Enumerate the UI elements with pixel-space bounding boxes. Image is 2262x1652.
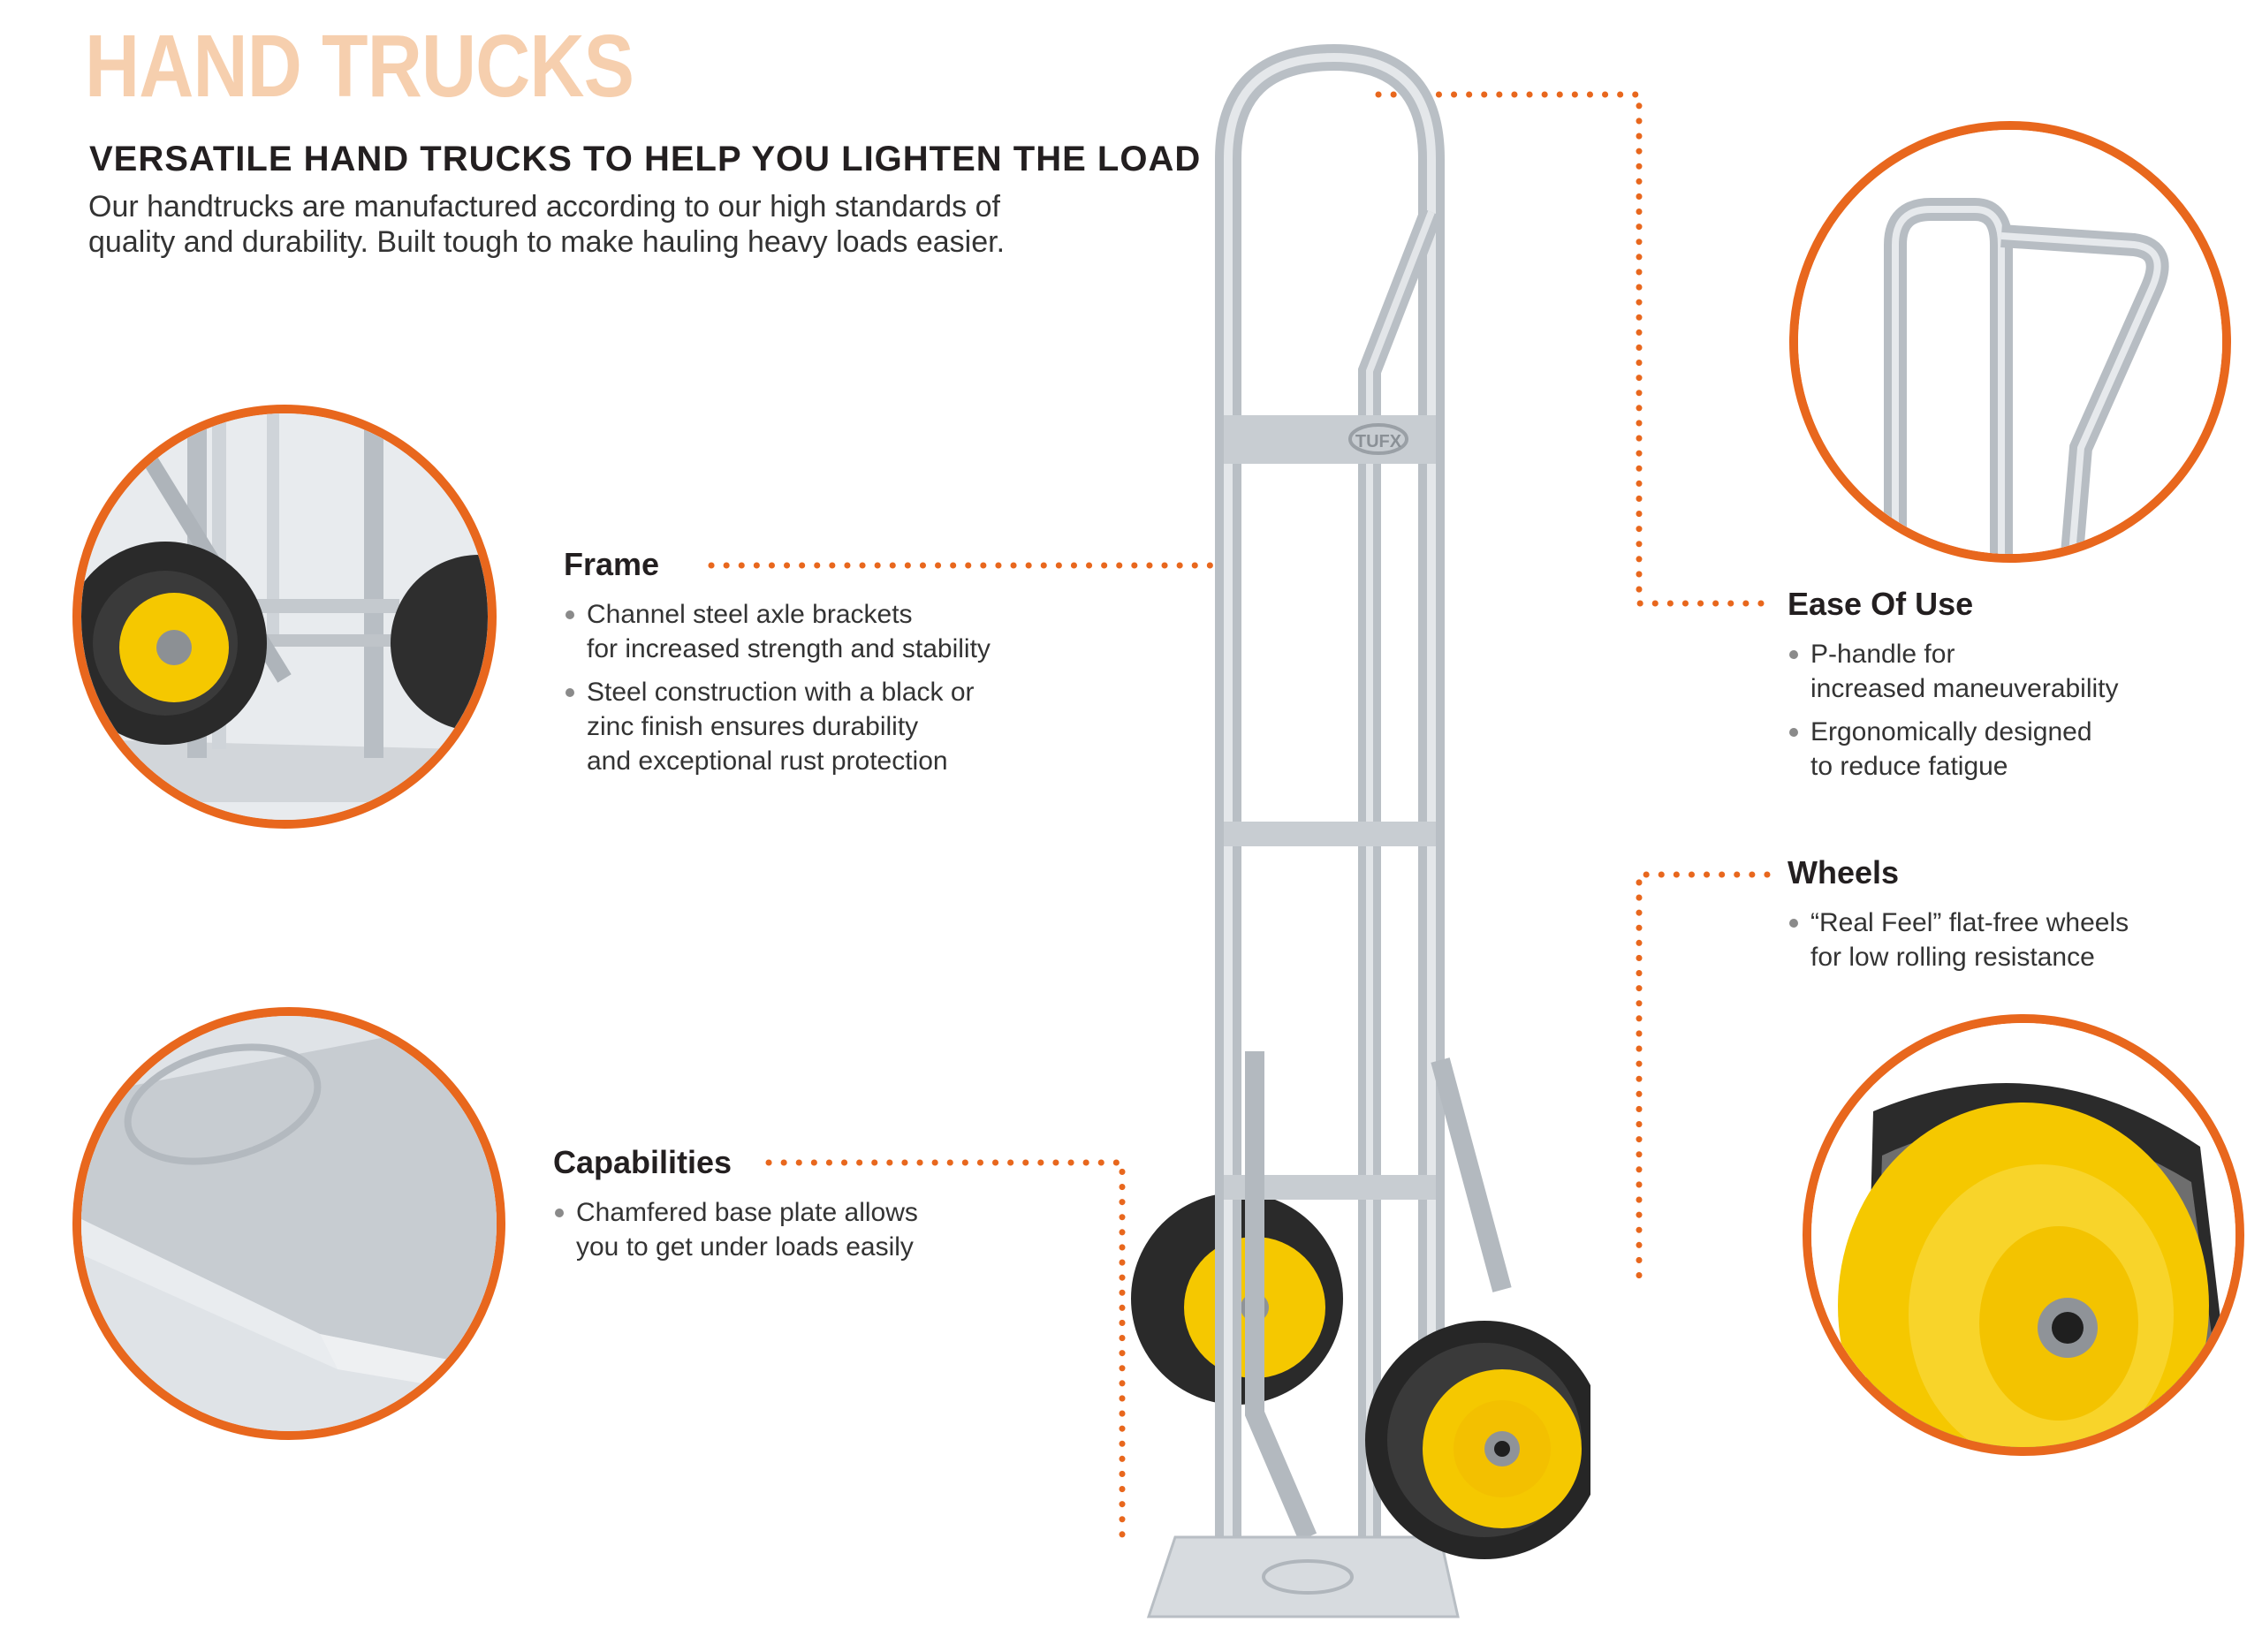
wheel-detail-image [1803,1014,2244,1456]
handle-detail-image [1789,121,2231,563]
page-title: HAND TRUCKS [85,17,634,116]
frame-title: Frame [564,546,660,582]
intro-line-1: Our handtrucks are manufactured accordin… [88,190,1000,224]
list-item: Channel steel axle brackets for increase… [564,597,1112,666]
frame-section: Frame Channel steel axle brackets for in… [564,546,1112,787]
frame-bullet-1: Channel steel axle brackets for increase… [587,600,991,663]
ease-leader [1375,91,1771,607]
wheels-section: Wheels “Real Feel” flat-free wheels for … [1788,854,2229,983]
wheels-bullets: “Real Feel” flat-free wheels for low rol… [1788,906,2229,974]
capabilities-leader [765,1159,1126,1545]
ease-of-use-section: Ease Of Use P-handle for increased maneu… [1788,586,2212,792]
page-subtitle: VERSATILE HAND TRUCKS TO HELP YOU LIGHTE… [89,140,1202,178]
list-item: “Real Feel” flat-free wheels for low rol… [1788,906,2229,974]
frame-detail-image [72,405,497,829]
brand-mark: TUFX [1355,432,1402,451]
list-item: Chamfered base plate allows you to get u… [553,1195,1083,1264]
capabilities-bullet-1: Chamfered base plate allows you to get u… [576,1198,918,1262]
wheels-bullet-1: “Real Feel” flat-free wheels for low rol… [1810,908,2129,972]
intro-text: Our handtrucks are manufactured accordin… [88,189,1104,260]
frame-bullets: Channel steel axle brackets for increase… [564,597,1112,778]
ease-bullet-2: Ergonomically designed to reduce fatigue [1810,717,2092,781]
capabilities-bullets: Chamfered base plate allows you to get u… [553,1195,1083,1264]
list-item: P-handle for increased maneuverability [1788,637,2212,706]
wheels-leader [1636,871,1771,1293]
capabilities-title: Capabilities [553,1144,732,1180]
baseplate-detail-image [72,1007,505,1440]
ease-of-use-title: Ease Of Use [1788,586,1974,622]
hand-truck-image: TUFX [1131,43,1590,1618]
list-item: Steel construction with a black or zinc … [564,675,1112,778]
wheels-title: Wheels [1788,854,1900,890]
list-item: Ergonomically designed to reduce fatigue [1788,715,2212,784]
capabilities-section: Capabilities Chamfered base plate allows… [553,1144,1083,1273]
frame-bullet-2: Steel construction with a black or zinc … [587,678,975,776]
ease-of-use-bullets: P-handle for increased maneuverability E… [1788,637,2212,784]
intro-line-2: quality and durability. Built tough to m… [88,225,1006,259]
ease-bullet-1: P-handle for increased maneuverability [1810,640,2119,703]
